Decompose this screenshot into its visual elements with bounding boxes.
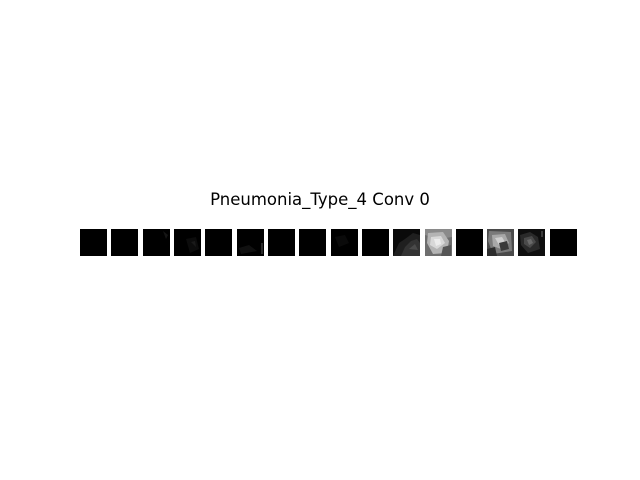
feature-map-tile	[299, 229, 326, 256]
feature-map-tile	[487, 229, 514, 256]
feature-map-tile	[80, 229, 107, 256]
feature-map-tile	[425, 229, 452, 256]
feature-map-tile	[143, 229, 170, 256]
feature-map-tile	[456, 229, 483, 256]
feature-map-tile	[362, 229, 389, 256]
feature-map-tile	[331, 229, 358, 256]
feature-map-tile	[205, 229, 232, 256]
feature-map-tile	[174, 229, 201, 256]
figure-title: Pneumonia_Type_4 Conv 0	[210, 190, 430, 209]
feature-map-tile	[268, 229, 295, 256]
feature-map-tile	[550, 229, 577, 256]
feature-map-tile	[393, 229, 420, 256]
feature-map-tile	[518, 229, 545, 256]
feature-map-tile	[237, 229, 264, 256]
feature-map-tile	[111, 229, 138, 256]
